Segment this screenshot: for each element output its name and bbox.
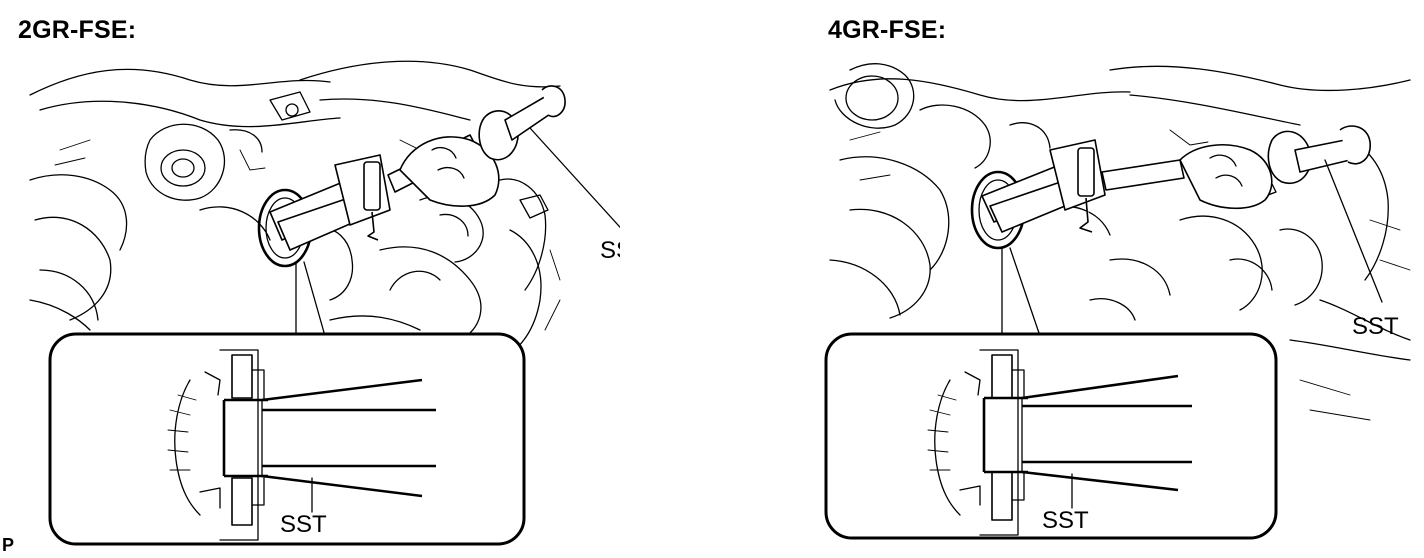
sst-label-tool: SST	[1352, 313, 1399, 340]
panel-title-2gr-fse: 2GR-FSE:	[18, 16, 137, 44]
illustration-4gr-fse: SST SST	[824, 63, 1411, 540]
detail-callout-connector	[1001, 247, 1041, 337]
sst-leader-line	[529, 127, 620, 229]
detail-callout-connector	[295, 261, 326, 337]
sst-label-detail: SST	[1042, 507, 1089, 534]
figure-id: P	[2, 535, 15, 555]
engine-background-linework	[829, 63, 1411, 421]
panel-title-4gr-fse: 4GR-FSE:	[828, 16, 947, 44]
sst-leader-line	[1324, 159, 1383, 303]
detail-inset-2gr	[48, 332, 526, 546]
engine-background-linework	[29, 60, 561, 361]
sst-puller-tool	[257, 85, 566, 268]
sst-label-detail: SST	[280, 511, 327, 538]
sst-puller-tool	[970, 125, 1371, 250]
sst-label-tool: SST	[600, 237, 620, 264]
detail-inset-4gr	[824, 332, 1278, 540]
illustration-2gr-fse: SST SST	[29, 60, 620, 546]
